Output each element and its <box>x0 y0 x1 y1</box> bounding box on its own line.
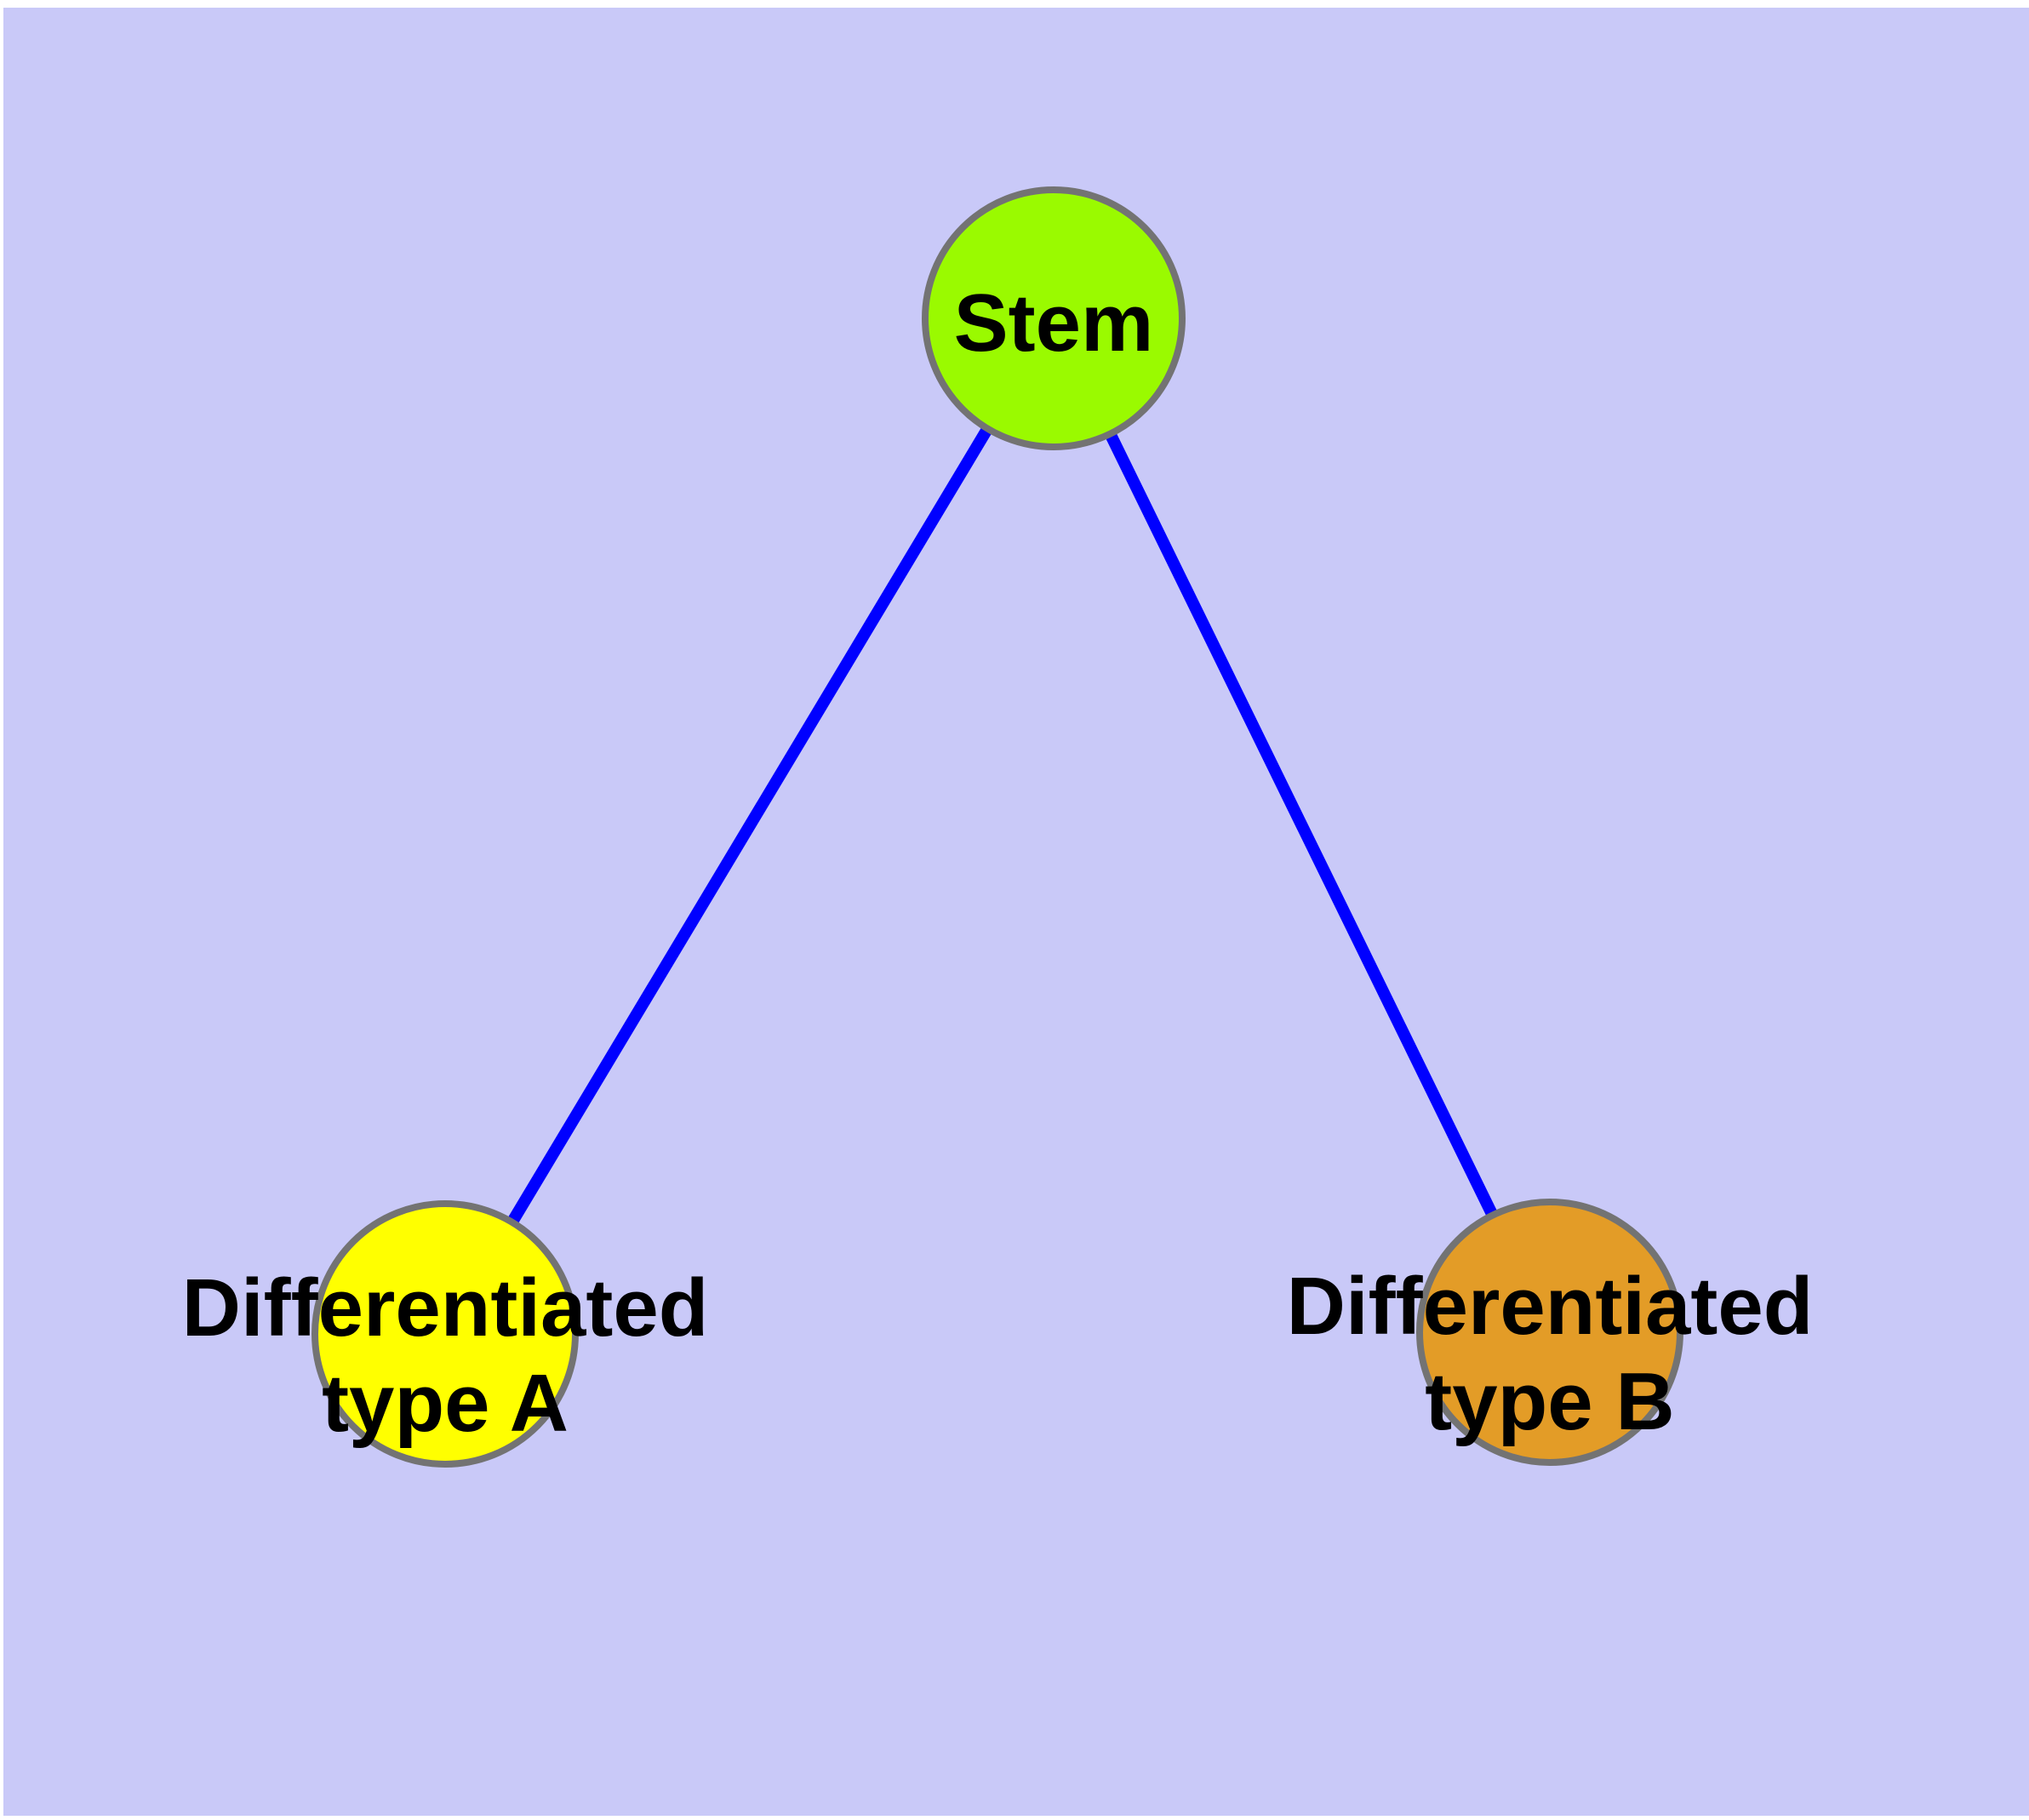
node-type-a-label-line2: type A <box>322 1358 569 1449</box>
edge-stem-to-type-a <box>439 315 1060 1337</box>
node-type-b-label-line1: Differentiated <box>1287 1261 1814 1352</box>
node-type-b-circle <box>1416 1199 1683 1466</box>
node-type-a-label-line1: Differentiated <box>182 1262 709 1354</box>
node-type-a-circle <box>311 1200 579 1468</box>
node-type-b-label-line2: type B <box>1425 1356 1674 1447</box>
node-stem-label: Stem <box>954 278 1154 369</box>
edge-stem-to-type-b <box>1048 315 1556 1336</box>
node-stem-circle <box>922 186 1186 450</box>
